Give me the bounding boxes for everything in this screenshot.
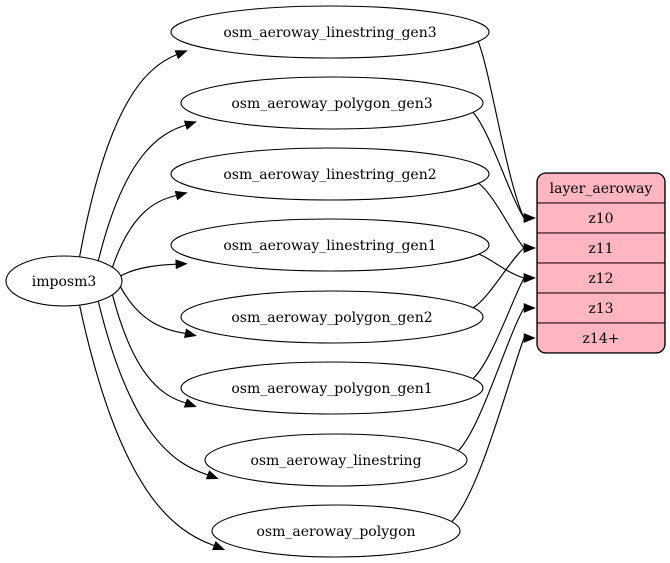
edge-imposm3-to-osm_aeroway_polygon_gen2 <box>119 285 186 334</box>
edge-imposm3-to-osm_aeroway_linestring_gen2 <box>111 194 177 268</box>
source-node-label: imposm3 <box>32 274 97 290</box>
table-row-cell[interactable] <box>537 322 665 353</box>
table-outline <box>536 172 666 354</box>
edge-osm_aeroway_polygon_gen1-to-layer_aeroway-z12 <box>472 277 525 380</box>
node-ellipse[interactable] <box>180 290 484 344</box>
table-row-label: z11 <box>588 241 613 257</box>
node-ellipse[interactable] <box>170 5 490 59</box>
node-osm_aeroway_polygon_gen2[interactable]: osm_aeroway_polygon_gen2 <box>180 290 484 344</box>
node-ellipse[interactable] <box>211 504 461 558</box>
node-osm_aeroway_linestring_gen3[interactable]: osm_aeroway_linestring_gen3 <box>170 5 490 59</box>
edge-osm_aeroway_linestring_gen1-to-layer_aeroway-z12 <box>477 253 525 279</box>
node-osm_aeroway_linestring_gen2[interactable]: osm_aeroway_linestring_gen2 <box>170 147 490 201</box>
node-osm_aeroway_linestring[interactable]: osm_aeroway_linestring <box>204 433 468 487</box>
edges-to-table-group <box>450 40 536 523</box>
table-row-label: z13 <box>588 301 613 317</box>
edge-arrowhead <box>175 259 188 270</box>
edge-osm_aeroway_polygon-to-layer_aeroway-z14+ <box>450 337 525 523</box>
edge-osm_aeroway_polygon_gen3-to-layer_aeroway-z10 <box>472 111 525 219</box>
node-osm_aeroway_polygon_gen1[interactable]: osm_aeroway_polygon_gen1 <box>180 361 484 415</box>
table-header-cell[interactable] <box>537 173 665 204</box>
node-imposm3[interactable]: imposm3 <box>5 255 123 307</box>
node-osm_aeroway_linestring_gen1[interactable]: osm_aeroway_linestring_gen1 <box>170 218 490 272</box>
edge-arrowhead <box>183 398 197 408</box>
edge-imposm3-to-osm_aeroway_polygon_gen1 <box>111 294 186 404</box>
edge-arrowhead <box>174 190 188 201</box>
node-layer-aeroway-table[interactable]: layer_aeroway z10 z11 z12 z13 z14+ <box>536 172 666 354</box>
edge-arrowhead <box>183 120 197 130</box>
edge-imposm3-to-osm_aeroway_linestring <box>97 301 208 476</box>
node-label: osm_aeroway_linestring_gen2 <box>223 167 436 183</box>
edge-osm_aeroway_linestring-to-layer_aeroway-z13 <box>457 307 525 452</box>
edge-arrowhead <box>184 328 197 338</box>
table-row-cell[interactable] <box>537 262 665 294</box>
edge-osm_aeroway_linestring_gen2-to-layer_aeroway-z11 <box>477 182 525 249</box>
node-osm_aeroway_polygon_gen3[interactable]: osm_aeroway_polygon_gen3 <box>180 76 484 130</box>
edge-osm_aeroway_polygon_gen2-to-layer_aeroway-z11 <box>472 247 525 309</box>
edge-imposm3-to-osm_aeroway_polygon <box>79 305 215 547</box>
node-label: osm_aeroway_polygon_gen1 <box>231 381 432 397</box>
node-osm_aeroway_polygon[interactable]: osm_aeroway_polygon <box>211 504 461 558</box>
edge-imposm3-to-osm_aeroway_polygon_gen3 <box>97 124 186 261</box>
node-ellipse[interactable] <box>180 361 484 415</box>
middle-nodes-group: osm_aeroway_linestring_gen3 osm_aeroway_p… <box>170 5 490 558</box>
edge-arrowhead <box>212 541 226 551</box>
table-row-label: z10 <box>588 211 613 227</box>
edge-imposm3-to-osm_aeroway_linestring_gen3 <box>79 54 177 257</box>
edge-osm_aeroway_linestring_gen3-to-layer_aeroway-z10 <box>477 40 525 219</box>
table-row-cell[interactable] <box>537 232 665 264</box>
edge-arrowhead <box>205 470 219 480</box>
table-header-label: layer_aeroway <box>550 181 653 197</box>
node-label: osm_aeroway_linestring <box>250 453 421 469</box>
source-node-ellipse[interactable] <box>5 255 123 307</box>
edge-arrowhead <box>523 213 536 223</box>
edges-from-source-group <box>79 50 226 551</box>
table-row-label: z14+ <box>583 331 620 347</box>
node-ellipse[interactable] <box>170 218 490 272</box>
node-ellipse[interactable] <box>180 76 484 130</box>
edge-imposm3-to-osm_aeroway_linestring_gen1 <box>119 263 176 277</box>
node-ellipse[interactable] <box>204 433 468 487</box>
node-label: osm_aeroway_linestring_gen1 <box>223 238 436 254</box>
edge-arrowhead <box>523 273 536 283</box>
node-ellipse[interactable] <box>170 147 490 201</box>
node-label: osm_aeroway_polygon_gen2 <box>231 310 432 326</box>
edge-arrowhead <box>523 333 536 343</box>
table-row-label: z12 <box>588 271 613 287</box>
edge-arrowhead <box>523 243 536 253</box>
node-label: osm_aeroway_polygon <box>256 524 415 540</box>
node-label: osm_aeroway_linestring_gen3 <box>223 25 436 41</box>
edge-arrowhead <box>523 303 536 313</box>
node-label: osm_aeroway_polygon_gen3 <box>231 96 432 112</box>
edge-arrowhead <box>174 50 188 60</box>
